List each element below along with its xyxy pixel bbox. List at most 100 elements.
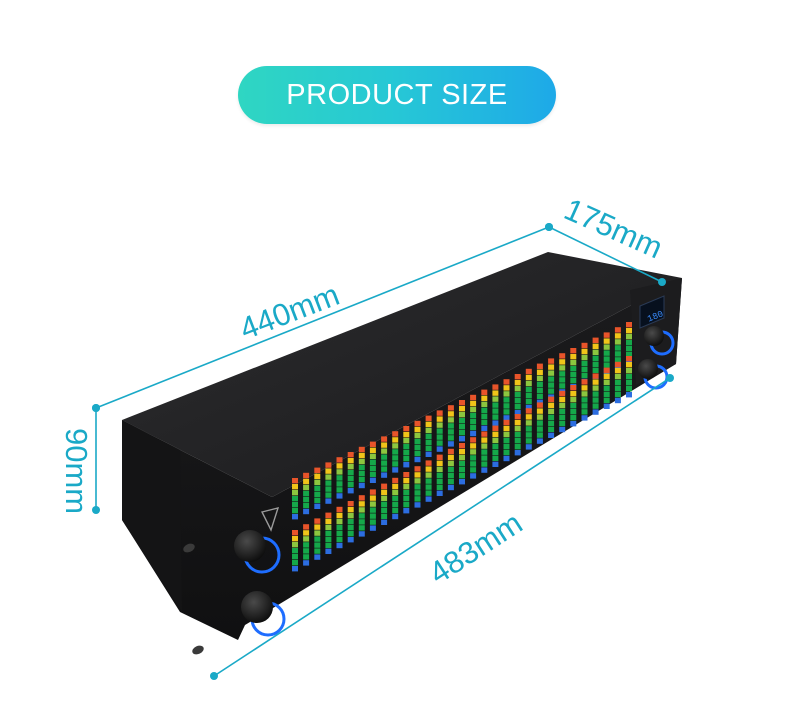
led-segment	[548, 402, 555, 408]
led-segment	[570, 354, 577, 360]
led-segment	[347, 537, 354, 543]
led-segment	[436, 484, 443, 490]
led-segment	[303, 542, 310, 548]
led-segment	[581, 366, 588, 373]
led-segment	[470, 455, 477, 461]
led-segment	[525, 404, 532, 411]
led-segment	[470, 400, 477, 407]
led-segment	[592, 391, 599, 397]
led-segment	[581, 397, 588, 403]
led-segment	[459, 461, 465, 467]
led-segment	[481, 413, 488, 419]
led-segment	[336, 457, 343, 463]
led-segment	[436, 416, 443, 422]
led-segment	[536, 363, 543, 369]
led-segment	[570, 397, 577, 403]
led-segment	[503, 403, 510, 409]
led-column	[536, 402, 543, 444]
led-segment	[614, 351, 621, 357]
led-column	[470, 394, 477, 437]
led-segment	[325, 486, 332, 492]
led-segment	[314, 497, 321, 503]
led-segment	[325, 512, 332, 518]
led-segment	[492, 390, 499, 396]
led-segment	[514, 392, 521, 398]
led-segment	[525, 398, 532, 405]
led-column	[614, 361, 621, 404]
led-column	[303, 472, 310, 515]
led-segment	[548, 396, 555, 402]
led-segment	[503, 397, 510, 403]
led-segment	[603, 391, 610, 397]
led-segment	[436, 478, 443, 484]
led-segment	[369, 465, 376, 471]
led-segment	[403, 502, 410, 508]
led-segment	[325, 518, 332, 524]
led-segment	[570, 372, 577, 378]
led-segment	[536, 375, 543, 381]
led-segment	[470, 467, 477, 473]
led-segment	[347, 452, 354, 458]
led-segment	[336, 475, 343, 481]
led-segment	[336, 530, 343, 537]
led-segment	[559, 408, 566, 415]
led-segment	[358, 501, 365, 507]
led-segment	[536, 408, 543, 414]
led-segment	[603, 397, 610, 403]
led-segment	[492, 408, 499, 414]
led-segment	[369, 471, 376, 477]
led-segment	[369, 447, 376, 453]
led-segment	[292, 502, 298, 508]
led-segment	[447, 441, 454, 447]
led-segment	[425, 421, 432, 427]
led-segment	[392, 507, 399, 514]
led-segment	[548, 408, 555, 414]
led-segment	[403, 478, 410, 484]
led-segment	[492, 455, 499, 461]
led-segment	[358, 464, 365, 471]
led-column	[481, 431, 488, 473]
led-column	[336, 506, 343, 549]
led-column	[347, 501, 354, 543]
led-segment	[369, 441, 376, 447]
led-segment	[470, 394, 477, 401]
led-segment	[436, 410, 443, 416]
led-segment	[392, 513, 399, 520]
led-segment	[603, 379, 610, 385]
led-segment	[414, 472, 421, 478]
led-segment	[514, 410, 521, 416]
led-segment	[536, 414, 543, 420]
rack-width-label: 483mm	[423, 505, 529, 591]
led-segment	[503, 385, 510, 391]
led-segment	[303, 484, 310, 491]
led-column	[314, 518, 321, 560]
led-segment	[336, 512, 343, 519]
led-segment	[559, 396, 566, 403]
led-segment	[514, 450, 521, 456]
led-segment	[581, 385, 588, 391]
led-segment	[314, 548, 321, 554]
led-segment	[303, 560, 310, 566]
led-segment	[347, 525, 354, 531]
led-segment	[336, 487, 343, 493]
led-segment	[347, 531, 354, 537]
led-segment	[481, 401, 488, 407]
led-segment	[503, 431, 510, 438]
led-segment	[470, 412, 477, 419]
led-segment	[425, 445, 432, 451]
led-segment	[570, 391, 577, 397]
led-segment	[369, 453, 376, 459]
led-segment	[381, 519, 388, 525]
led-segment	[392, 495, 399, 502]
led-column	[325, 512, 332, 554]
led-segment	[425, 478, 432, 484]
led-segment	[336, 469, 343, 475]
led-segment	[459, 436, 465, 442]
led-segment	[614, 339, 621, 345]
led-segment	[525, 414, 532, 420]
led-segment	[525, 432, 532, 438]
led-segment	[447, 429, 454, 435]
led-segment	[381, 507, 388, 513]
led-segment	[392, 437, 399, 443]
led-segment	[559, 371, 566, 377]
